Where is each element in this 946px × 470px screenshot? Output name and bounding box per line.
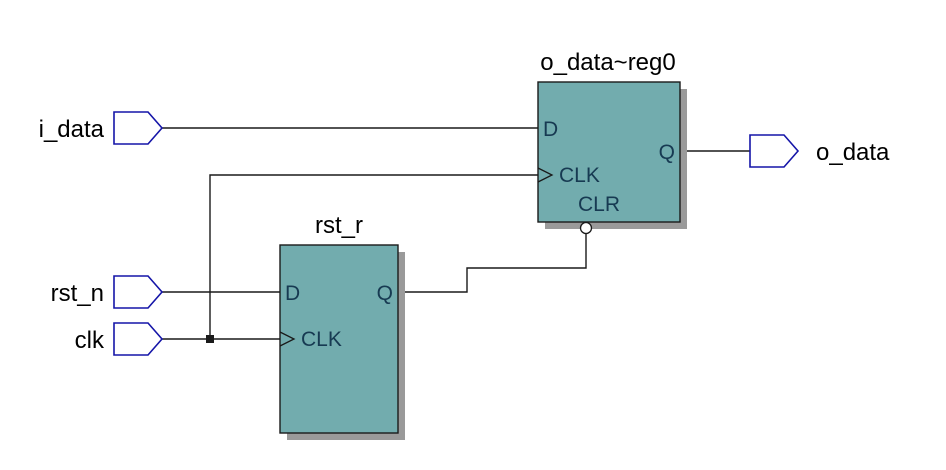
clk-junction-dot — [206, 335, 214, 343]
input-port-rst-n-label: rst_n — [51, 280, 104, 307]
register-rst-r-clock-arrow-icon — [279, 331, 296, 347]
register-o-data-reg0-pin-q: Q — [659, 141, 675, 164]
input-port-i-data-symbol[interactable] — [113, 111, 164, 145]
output-port-o-data-label: o_data — [816, 139, 890, 166]
register-o-data-reg0-pin-clr: CLR — [578, 193, 620, 216]
wire-rst-r-q-to-reg0-clr — [398, 232, 587, 293]
input-port-clk-label: clk — [75, 327, 105, 354]
register-o-data-reg0-pin-clk: CLK — [559, 164, 600, 187]
register-rst-r-body[interactable] — [279, 244, 399, 434]
register-rst-r-pin-q: Q — [377, 282, 393, 305]
register-o-data-reg0-pin-d: D — [543, 118, 558, 141]
input-port-clk[interactable]: clk — [75, 322, 164, 356]
input-port-i-data[interactable]: i_data — [39, 111, 164, 145]
input-port-rst-n-symbol[interactable] — [113, 275, 164, 309]
register-o-data-reg0-title: o_data~reg0 — [540, 49, 675, 76]
input-port-clk-symbol[interactable] — [113, 322, 164, 356]
wire-clk-to-reg0-clk — [209, 174, 538, 339]
input-port-rst-n[interactable]: rst_n — [51, 275, 164, 309]
register-rst-r-pin-clk: CLK — [301, 328, 342, 351]
register-rst-r[interactable]: rst_r D CLK Q — [279, 212, 405, 440]
register-o-data-reg0-body[interactable] — [537, 81, 681, 223]
register-o-data-reg0-clock-arrow-icon — [537, 167, 554, 183]
input-port-i-data-label: i_data — [39, 116, 105, 143]
wires — [162, 127, 750, 343]
register-o-data-reg0-clr-inversion-bubble — [579, 221, 593, 235]
output-port-o-data[interactable]: o_data — [749, 134, 890, 168]
register-o-data-reg0[interactable]: o_data~reg0 D CLK CLR Q — [537, 49, 687, 235]
register-rst-r-title: rst_r — [315, 212, 363, 239]
register-rst-r-pin-d: D — [285, 282, 300, 305]
output-port-o-data-symbol[interactable] — [749, 134, 800, 168]
